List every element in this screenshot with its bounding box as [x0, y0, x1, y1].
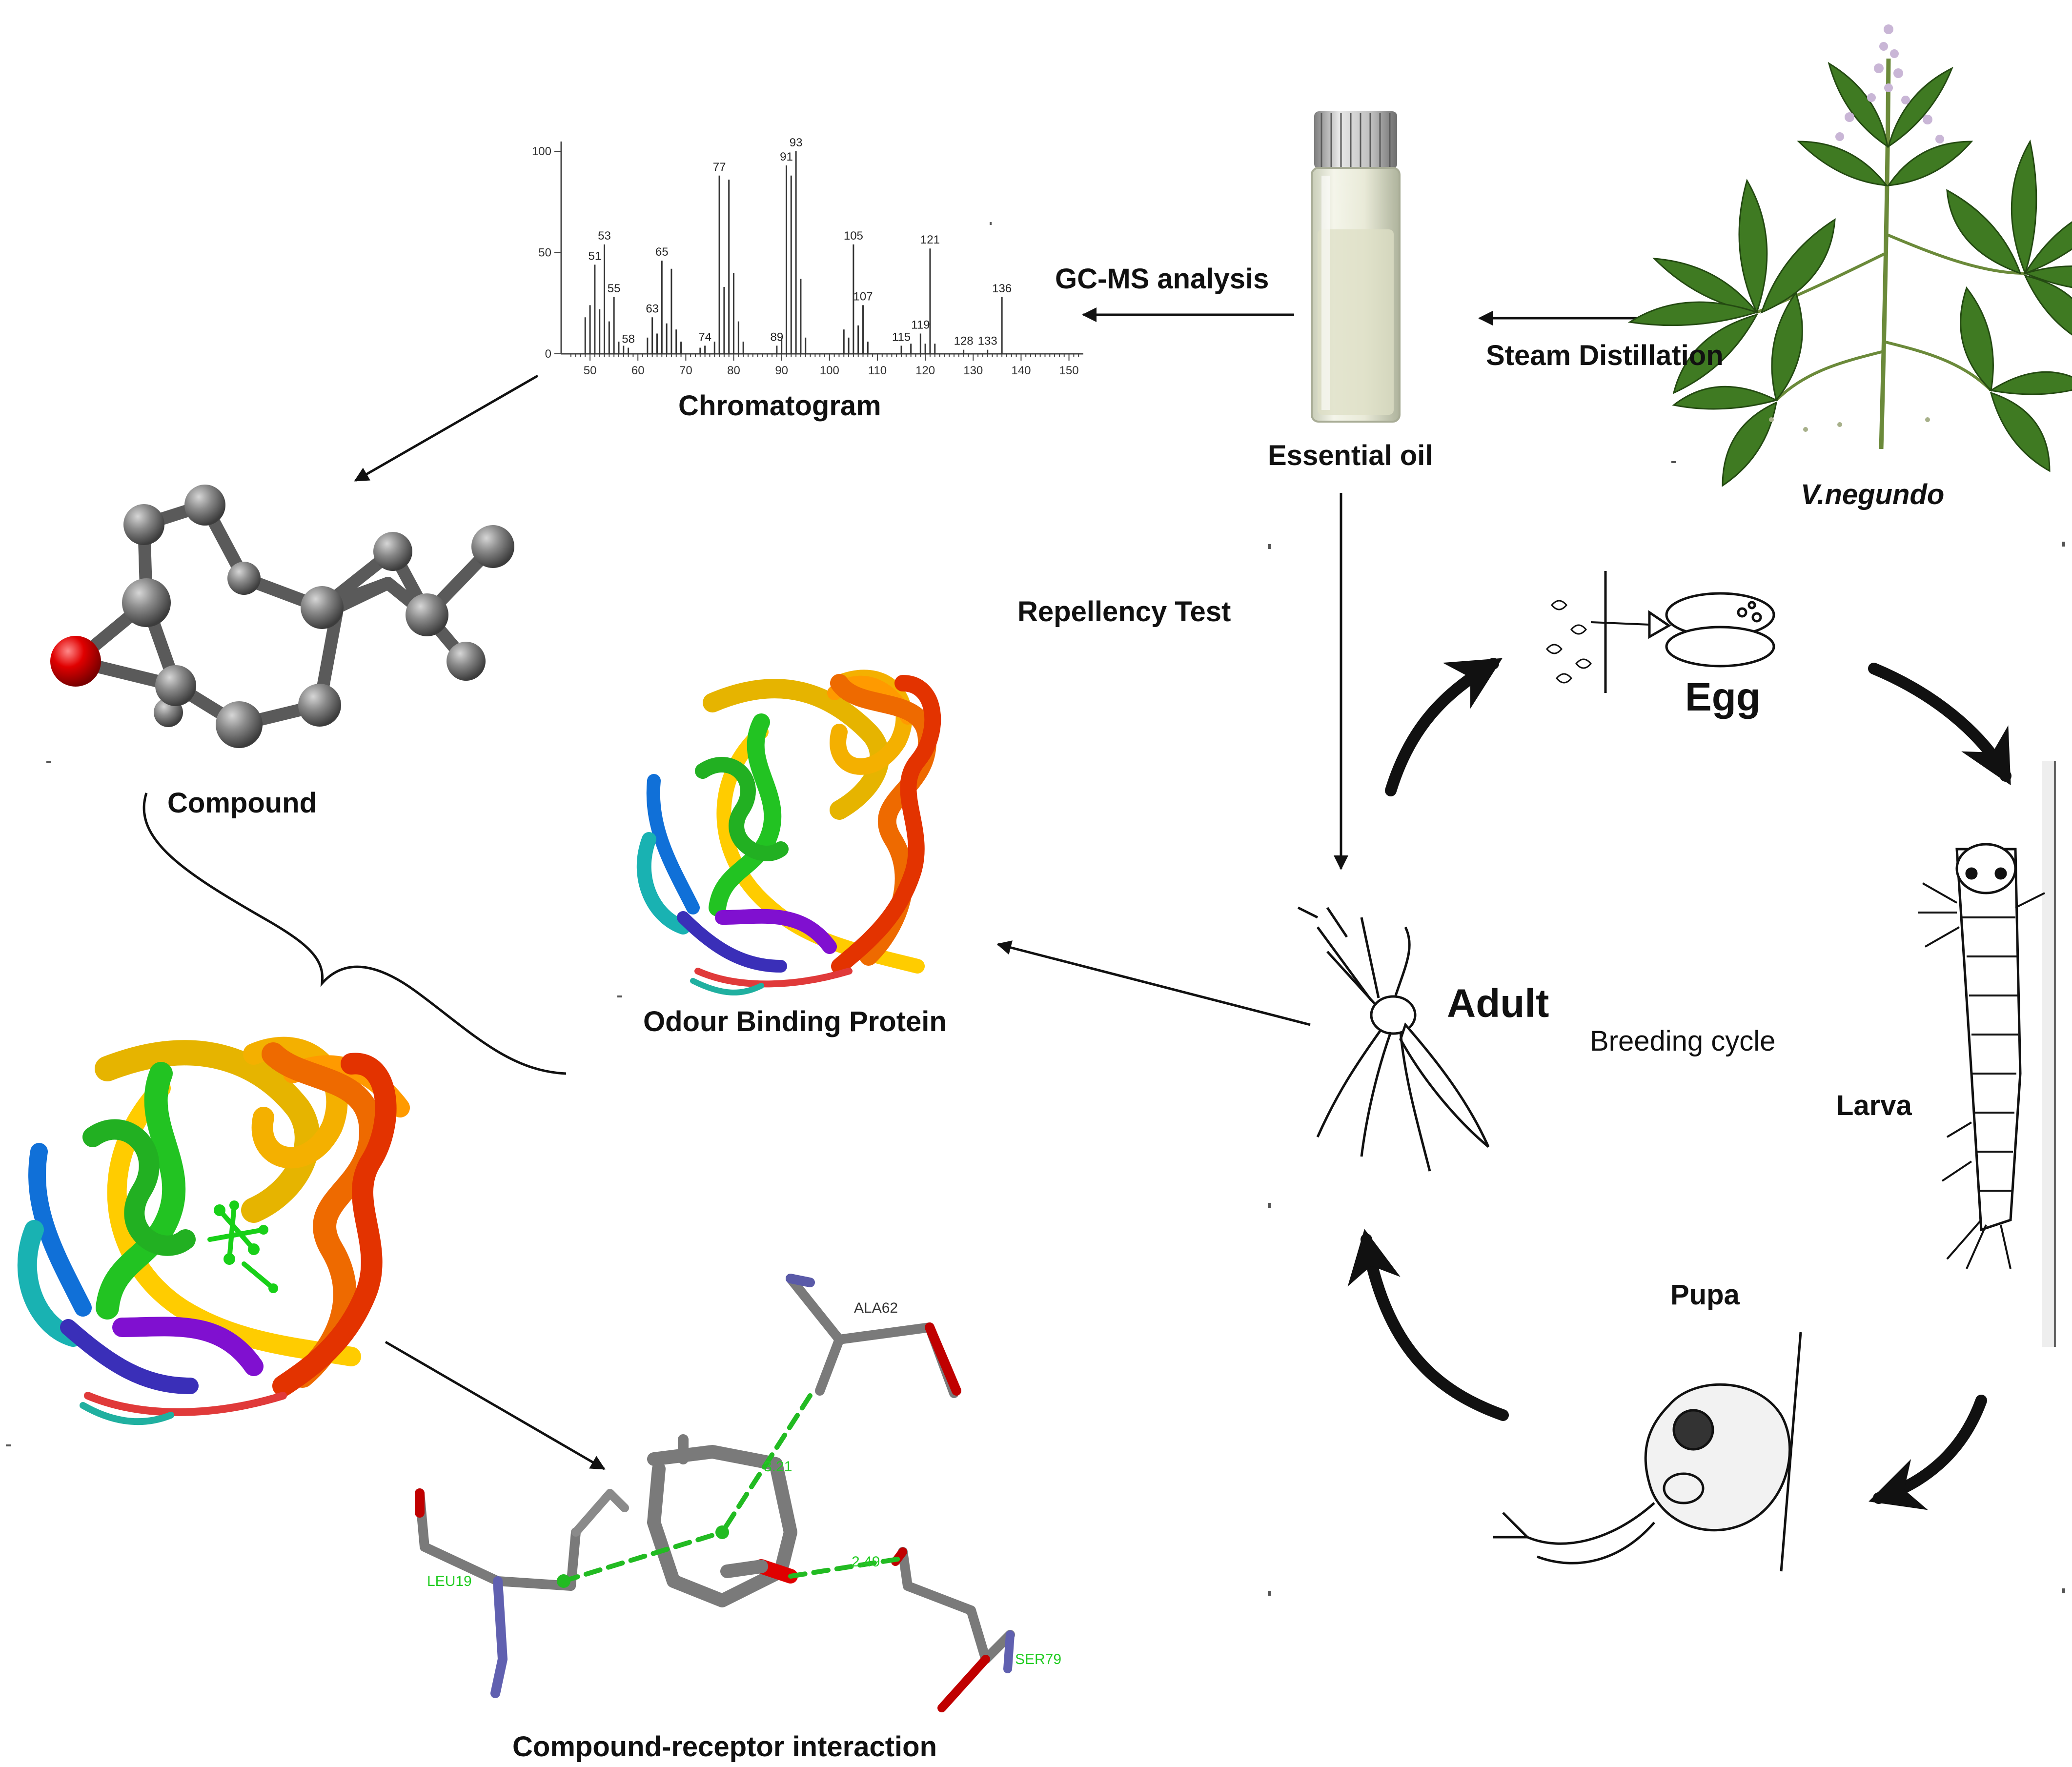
peak-label: 91 [780, 150, 793, 163]
residue-leu: LEU19 [427, 1573, 472, 1589]
label-essential-oil: Essential oil [1268, 440, 1433, 471]
compound-model [50, 485, 514, 748]
x-tick-label: 150 [1059, 364, 1079, 377]
distance-2: 2.49 [852, 1554, 880, 1570]
y-tick-label: 0 [545, 347, 551, 361]
residue-ala: ALA62 [854, 1300, 898, 1316]
peak-label: 53 [598, 229, 611, 243]
label-egg: Egg [1685, 675, 1761, 719]
x-tick-label: 100 [820, 364, 839, 377]
protein-ribbon-docked [17, 1036, 410, 1425]
peak-label: 65 [655, 245, 669, 259]
residue-ser: SER79 [1015, 1651, 1061, 1667]
larva-illustration [1918, 761, 2056, 1347]
peak-label: 105 [844, 229, 863, 243]
peak-label: 136 [992, 282, 1012, 295]
peak-label: 93 [790, 136, 803, 149]
x-tick-label: 140 [1011, 364, 1031, 377]
label-odour-binding-protein: Odour Binding Protein [643, 1006, 947, 1037]
peak-label: 77 [713, 161, 726, 174]
peak-label: 55 [608, 282, 621, 295]
peak-label: 119 [911, 319, 930, 332]
label-chromatogram: Chromatogram [678, 390, 881, 422]
label-compound: Compound [167, 787, 317, 819]
label-adult: Adult [1447, 981, 1549, 1026]
life-cycle-arrows [1347, 658, 2011, 1510]
x-tick-label: 130 [963, 364, 983, 377]
hbond-ala [720, 1393, 813, 1535]
peak-label: 89 [771, 330, 784, 344]
label-repellency-test: Repellency Test [1017, 596, 1231, 628]
y-tick-label: 100 [532, 145, 551, 158]
peak-label: 115 [892, 330, 911, 344]
pupa-illustration [1493, 1332, 1802, 1572]
adult-mosquito-illustration [1297, 906, 1490, 1172]
arrow-chromatogram-to-compound [354, 374, 539, 482]
y-tick-label: 50 [538, 246, 551, 260]
y-ticks: 0 50 100 [532, 145, 561, 361]
peak-label: 128 [954, 335, 974, 348]
x-tick-label: 50 [584, 364, 597, 377]
peak-label: 121 [920, 233, 940, 246]
egg-illustration [1546, 571, 1775, 693]
arrow-adult-to-protein [996, 940, 1311, 1026]
x-ticks: 50 60 70 80 90 100 110 120 130 140 150 [570, 354, 1079, 377]
mass-spectrum-chart: 50 60 70 80 90 100 110 120 130 140 150 0 50 100 51 53… [532, 136, 1083, 377]
essential-oil-vial [1311, 111, 1401, 423]
peak-label: 133 [978, 335, 997, 348]
x-tick-label: 80 [727, 364, 740, 377]
distance-1: 3.21 [764, 1459, 792, 1475]
label-steam-distillation: Steam Distillation [1486, 340, 1724, 371]
interaction-model [415, 1274, 1015, 1712]
label-compound-receptor-interaction: Compound-receptor interaction [512, 1731, 937, 1763]
hbond-leu [561, 1530, 725, 1584]
x-tick-label: 60 [631, 364, 645, 377]
curly-brace [142, 792, 567, 1075]
hbond-ser [788, 1557, 900, 1579]
label-larva: Larva [1836, 1090, 1912, 1121]
peak-label: 63 [646, 302, 659, 315]
peak-label: 58 [622, 333, 635, 346]
flow-arrows [354, 307, 1664, 1470]
x-tick-label: 120 [915, 364, 935, 377]
label-plant-name: V.negundo [1801, 479, 1945, 510]
peak-label: 51 [589, 249, 602, 263]
x-tick-label: 90 [775, 364, 788, 377]
label-gcms: GC-MS analysis [1055, 263, 1269, 295]
peak-label: 107 [853, 290, 873, 303]
x-tick-label: 110 [868, 364, 887, 377]
protein-ribbon-small [636, 670, 941, 995]
scan-speckles [6, 222, 2065, 1596]
x-tick-label: 70 [679, 364, 692, 377]
arrow-docked-to-interaction [385, 1340, 606, 1470]
label-pupa: Pupa [1670, 1279, 1740, 1311]
plant-illustration [1627, 24, 2072, 487]
peak-label: 74 [698, 330, 711, 344]
spectrum-peaks [584, 151, 1003, 354]
label-breeding-cycle: Breeding cycle [1590, 1025, 1776, 1057]
